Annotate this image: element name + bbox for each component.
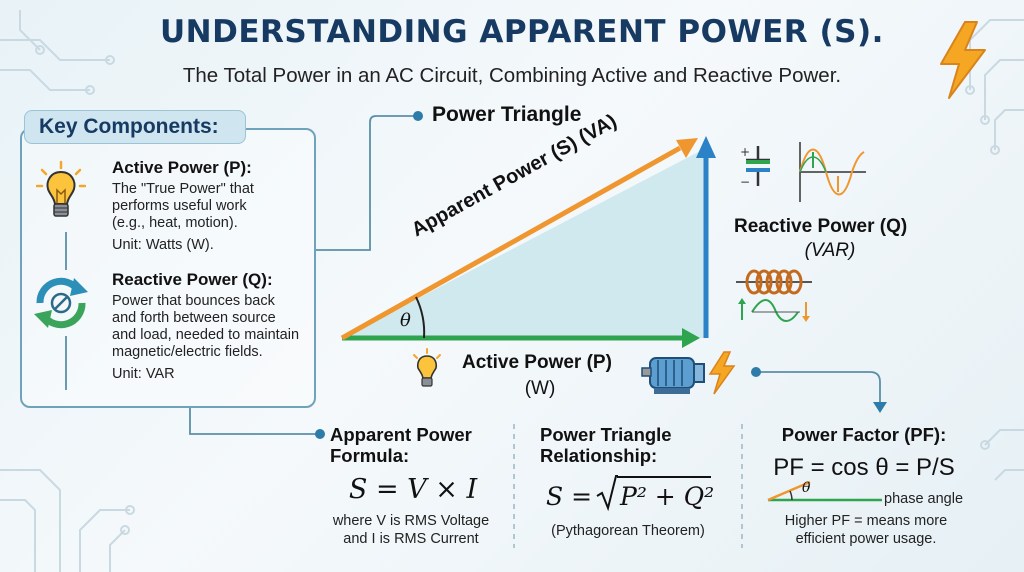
connector-line bbox=[756, 371, 881, 404]
reactive-power-unit-label: (VAR) bbox=[804, 240, 856, 261]
formula-heading-2: Formula: bbox=[330, 445, 410, 466]
active-power-desc-1: The "True Power" that bbox=[112, 181, 254, 197]
page-subtitle: The Total Power in an AC Circuit, Combin… bbox=[182, 64, 842, 87]
connector-dot bbox=[315, 429, 325, 439]
key-components-heading: Key Components: bbox=[24, 110, 246, 144]
active-power-desc-2: performs useful work bbox=[112, 198, 247, 214]
lightbulb-icon bbox=[413, 348, 441, 387]
formula-note-2: and I is RMS Current bbox=[343, 531, 479, 547]
formula-heading-1: Apparent Power bbox=[330, 424, 472, 445]
svg-text:−: − bbox=[740, 175, 750, 189]
relationship-note: (Pythagorean Theorem) bbox=[551, 523, 705, 539]
relationship-formula-lhs: S = bbox=[546, 482, 593, 511]
reactive-power-arrowhead bbox=[696, 136, 716, 158]
pf-angle-caption: phase angle bbox=[884, 491, 964, 507]
inductor-coil-icon bbox=[736, 269, 812, 322]
connector-dot bbox=[751, 367, 761, 377]
pf-formula: PF = cos θ = P/S bbox=[773, 454, 955, 481]
phase-angle-diagram bbox=[767, 480, 882, 502]
reactive-power-title: Reactive Power (Q): bbox=[112, 270, 273, 289]
active-power-arrowhead bbox=[682, 328, 700, 348]
capacitor-icon: + − bbox=[740, 142, 866, 202]
active-power-unit: Unit: Watts (W). bbox=[112, 237, 214, 253]
apparent-power-formula: S = V × I bbox=[348, 474, 478, 505]
square-root-bar bbox=[617, 476, 711, 478]
connector-line bbox=[189, 408, 316, 435]
triangle-fill bbox=[342, 148, 706, 338]
relationship-heading-2: Relationship: bbox=[540, 445, 658, 466]
connector-line bbox=[316, 115, 414, 251]
reactive-power-desc-1: Power that bounces back bbox=[112, 293, 275, 309]
cycle-arrows-icon bbox=[34, 277, 88, 329]
angle-theta-label: θ bbox=[400, 310, 411, 331]
apparent-power-arrow bbox=[340, 145, 682, 341]
page-title: UNDERSTANDING APPARENT POWER (S). bbox=[160, 14, 884, 50]
power-triangle-heading: Power Triangle bbox=[432, 103, 582, 126]
active-power-desc-3: (e.g., heat, motion). bbox=[112, 215, 238, 231]
lightbulb-icon bbox=[36, 160, 86, 217]
electric-motor-icon bbox=[641, 351, 736, 395]
connector-arrowhead bbox=[873, 402, 887, 413]
square-root-symbol bbox=[596, 475, 618, 512]
reactive-power-desc-2: and forth between source bbox=[112, 310, 276, 326]
formula-note-1: where V is RMS Voltage bbox=[332, 513, 490, 529]
pf-heading: Power Factor (PF): bbox=[781, 424, 947, 445]
pf-angle-symbol: θ bbox=[802, 480, 811, 496]
reactive-power-unit: Unit: VAR bbox=[112, 366, 175, 382]
active-power-unit-label: (W) bbox=[524, 378, 556, 399]
pf-note-2: efficient power usage. bbox=[795, 531, 937, 547]
lightning-bolt-icon bbox=[940, 21, 986, 99]
relationship-formula-radicand: P² + Q² bbox=[620, 482, 715, 511]
svg-text:+: + bbox=[740, 145, 750, 159]
pf-note-1: Higher PF = means more bbox=[784, 513, 948, 529]
reactive-power-side-label: Reactive Power (Q) bbox=[734, 216, 908, 237]
apparent-power-arrowhead bbox=[676, 138, 698, 158]
sine-wave-icon bbox=[799, 142, 866, 202]
relationship-heading-1: Power Triangle bbox=[540, 424, 672, 445]
connector-dot bbox=[413, 111, 423, 121]
angle-arc bbox=[415, 296, 426, 339]
active-power-base-label: Active Power (P) bbox=[462, 352, 612, 373]
active-power-title: Active Power (P): bbox=[112, 158, 252, 177]
reactive-power-desc-4: magnetic/electric fields. bbox=[112, 344, 263, 360]
reactive-power-desc-3: and load, needed to maintain bbox=[112, 327, 300, 343]
